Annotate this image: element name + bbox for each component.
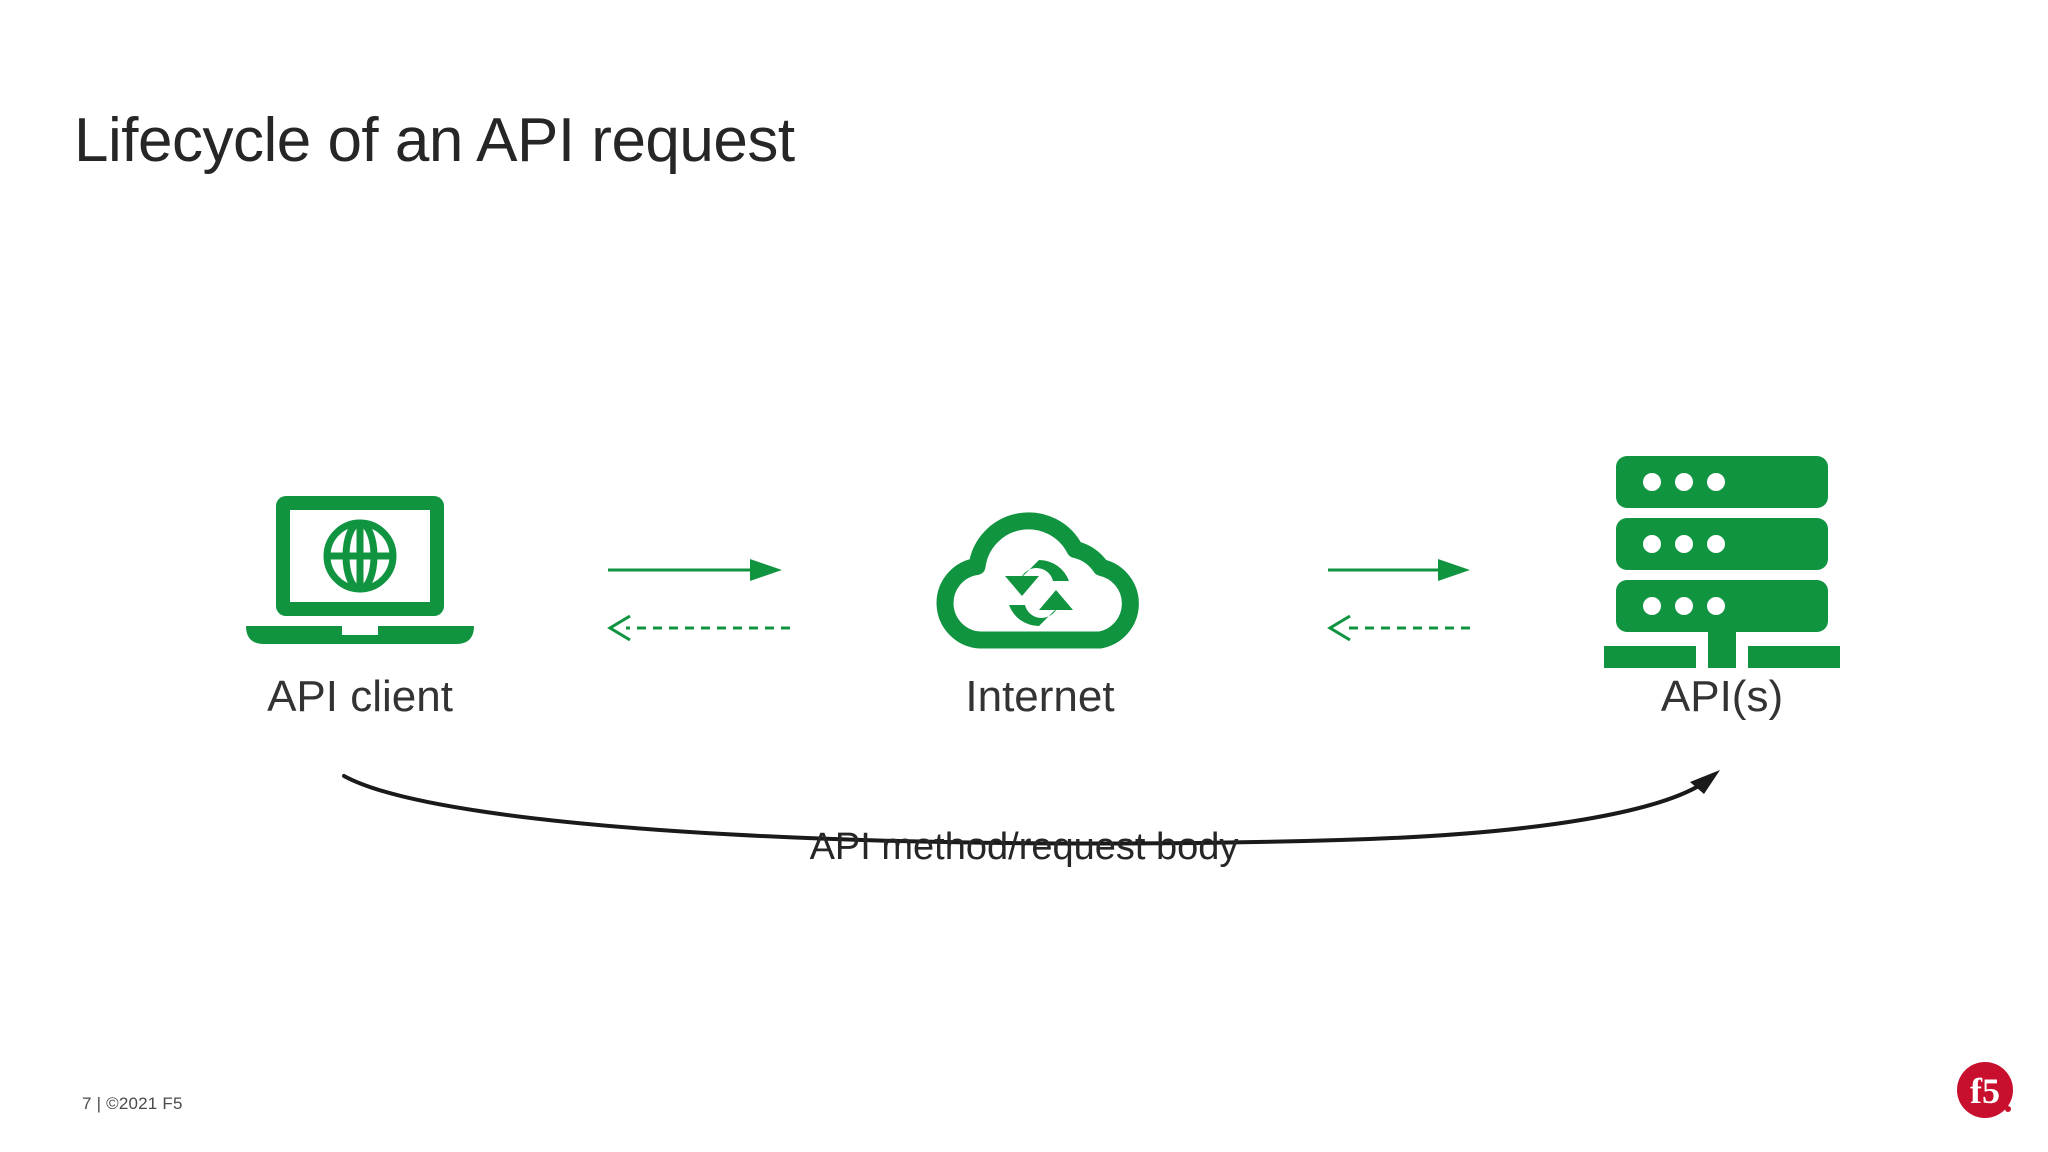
server-rack-icon bbox=[1542, 450, 1902, 660]
server-base-rail bbox=[1604, 646, 1840, 668]
cloud-sync-icon bbox=[860, 450, 1220, 660]
diagram-node-apis: API(s) bbox=[1542, 450, 1902, 722]
connector-curved-caption: API method/request body bbox=[809, 826, 1239, 868]
connector-curved-client-to-apis bbox=[330, 748, 1730, 858]
diagram-node-label-api-client: API client bbox=[267, 672, 453, 721]
page-title: Lifecycle of an API request bbox=[74, 106, 795, 175]
f5-logo: f5 bbox=[1952, 1056, 2024, 1128]
arrow-request-right bbox=[608, 559, 782, 581]
arrow-response-left bbox=[1327, 614, 1470, 642]
laptop-globe-icon bbox=[180, 450, 540, 660]
arrow-response-left bbox=[607, 614, 790, 642]
connector-group-internet-apis bbox=[1320, 540, 1520, 660]
diagram-node-label-apis: API(s) bbox=[1660, 672, 1784, 721]
diagram-node-internet: Internet bbox=[860, 450, 1220, 722]
footer-copyright: 7 | ©2021 F5 bbox=[82, 1094, 183, 1113]
connector-group-client-internet bbox=[600, 540, 800, 660]
diagram-node-api-client: API client bbox=[180, 450, 540, 722]
diagram-node-label-internet: Internet bbox=[965, 672, 1115, 721]
arrow-request-right bbox=[1328, 559, 1470, 581]
f5-logo-text: f5 bbox=[1970, 1071, 2000, 1111]
